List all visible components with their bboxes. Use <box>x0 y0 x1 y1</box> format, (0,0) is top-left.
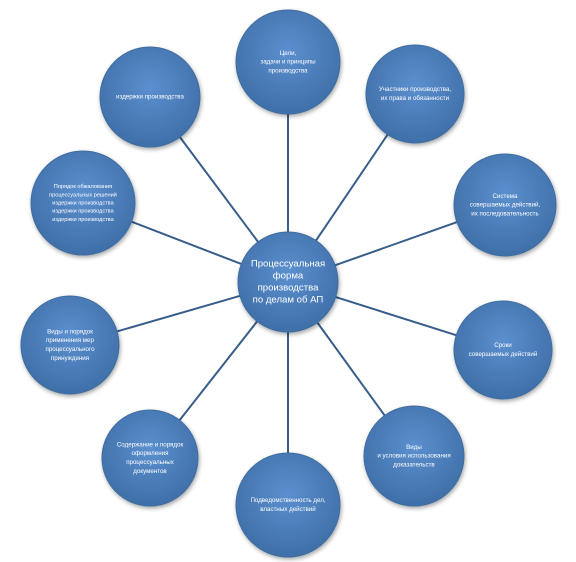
node-participants-line-1: Участники производства, <box>379 86 452 93</box>
node-participants: Участники производства, их права и обязан… <box>365 44 465 144</box>
node-system-line-3: их последовательность <box>471 210 539 217</box>
node-participants-line-2: их права и обязанности <box>381 95 450 102</box>
node-circle-costs <box>99 46 201 148</box>
center-line-1: Процессуальная <box>251 259 325 270</box>
connectors-group <box>114 112 460 455</box>
node-system: Система совершаемых действий,их последова… <box>453 153 557 257</box>
node-circle-participants <box>365 44 465 144</box>
node-system-line-2: совершаемых действий, <box>470 202 541 209</box>
node-terms: Сроки совершаемых действий <box>453 300 553 400</box>
node-documents: Содержание и порядок оформления процессуал… <box>101 409 199 507</box>
node-terms-line-1: Сроки <box>494 342 512 349</box>
node-types-line-3: доказательств <box>393 461 435 468</box>
node-circle-terms <box>453 300 553 400</box>
node-jurisdiction-line-2: властных действий <box>260 506 316 513</box>
node-documents-line-2: оформления <box>132 450 169 457</box>
node-circle-measures <box>20 295 120 395</box>
node-goals-line-2: задачи и принципы <box>260 59 316 66</box>
node-circle-types <box>363 405 465 507</box>
node-jurisdiction: Подведомственность дел, властных действий <box>235 452 341 558</box>
node-costs: издержки производства <box>99 46 201 148</box>
node-measures: Виды и порядок применения мер процессуальн… <box>20 295 120 395</box>
node-documents-line-3: процессуальных <box>126 459 174 466</box>
connector-participants <box>314 132 390 243</box>
node-terms-line-2: совершаемых действий <box>469 351 538 358</box>
node-circle-goals <box>235 9 341 115</box>
connector-types <box>315 320 387 418</box>
node-circle-jurisdiction <box>235 452 341 558</box>
connector-appeal <box>129 220 244 266</box>
center-line-3: производства <box>258 283 320 294</box>
node-circle-system <box>453 153 557 257</box>
node-appeal-line-3: издержки производства <box>52 200 114 206</box>
node-types-line-2: и условия использования <box>377 453 450 460</box>
node-circle-appeal <box>30 150 136 256</box>
connector-costs <box>177 134 261 245</box>
connector-measures <box>114 294 243 333</box>
nodes-group: Цели,задачи и принципыпроизводстваУчастн… <box>20 9 557 558</box>
center-line-2: форма <box>273 271 304 282</box>
node-measures-line-1: Виды и порядок <box>47 328 93 335</box>
node-measures-line-4: принуждения <box>51 355 89 362</box>
node-documents-line-4: документов <box>133 468 167 475</box>
connector-documents <box>177 319 260 423</box>
center-circle <box>237 231 339 333</box>
node-costs-line-1: издержки производства <box>116 94 184 101</box>
node-jurisdiction-line-1: Подведомственность дел, <box>250 497 325 504</box>
connector-terms <box>333 295 459 337</box>
node-appeal-line-2: процессуальных решений <box>49 191 117 198</box>
node-appeal-line-5: издержки производства <box>52 217 114 223</box>
center-line-4: по делам об АП <box>253 295 324 306</box>
node-goals-line-1: Цели, <box>280 50 297 57</box>
node-appeal-line-1: Порядок обжалования <box>54 184 112 190</box>
node-documents-line-1: Содержание и порядок <box>117 441 184 448</box>
node-goals-line-3: производства <box>268 67 308 74</box>
connector-system <box>332 220 460 267</box>
node-appeal-line-4: издержки производства <box>52 209 114 215</box>
node-measures-line-2: применения мер <box>46 337 94 344</box>
node-system-line-1: Система <box>493 193 518 200</box>
node-measures-line-3: процессуального <box>45 346 95 353</box>
node-circle-documents <box>101 409 199 507</box>
node-types-line-1: Виды <box>406 444 422 451</box>
